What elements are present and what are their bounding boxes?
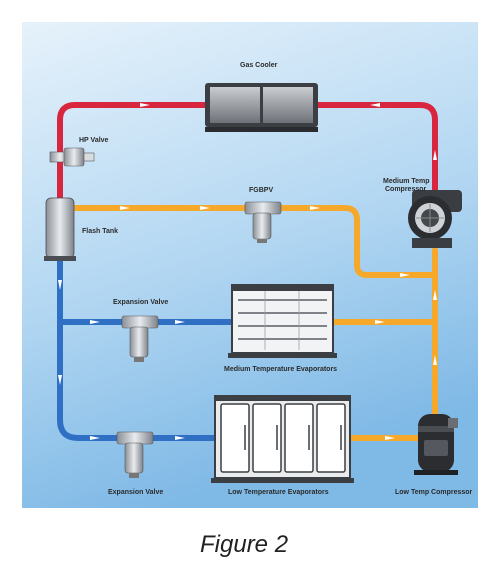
- flow-arrow: [370, 103, 380, 107]
- flash-tank-label: Flash Tank: [82, 228, 118, 235]
- lt-evaporators-label: Low Temperature Evaporators: [228, 489, 329, 496]
- flow-arrow: [433, 150, 437, 160]
- flow-arrow: [433, 290, 437, 300]
- medium-temp-compressor: Medium Temp Compressor: [383, 178, 462, 248]
- lt-compressor-label: Low Temp Compressor: [395, 489, 473, 496]
- flow-arrow: [120, 206, 130, 210]
- hp-valve: HP Valve: [49, 137, 109, 167]
- flow-arrow: [58, 280, 62, 290]
- flash-tank: Flash Tank: [44, 197, 118, 261]
- expansion-valve-lt-label: Expansion Valve: [108, 489, 163, 496]
- gas-cooler: Gas Cooler: [205, 62, 318, 132]
- mt-evaporators-label: Medium Temperature Evaporators: [224, 366, 337, 373]
- fgbpv-valve: FGBPV: [244, 187, 282, 243]
- flow-arrow: [400, 273, 410, 277]
- flow-arrows: [58, 103, 437, 440]
- flow-arrow: [375, 320, 385, 324]
- flow-arrow: [90, 320, 100, 324]
- expansion-valve-mt: Expansion Valve: [113, 299, 168, 362]
- low-temp-compressor: Low Temp Compressor: [395, 414, 473, 496]
- medium-temperature-evaporators: Medium Temperature Evaporators: [224, 284, 337, 373]
- flow-arrow: [385, 436, 395, 440]
- mt-compressor-label-2: Compressor: [385, 186, 427, 193]
- expansion-valve-mt-label: Expansion Valve: [113, 299, 168, 306]
- flow-arrow: [58, 375, 62, 385]
- flow-arrow: [433, 355, 437, 365]
- gas-cooler-label: Gas Cooler: [240, 62, 278, 69]
- flow-arrow: [90, 436, 100, 440]
- figure-caption: Figure 2: [200, 531, 288, 558]
- hp-valve-label: HP Valve: [79, 137, 109, 144]
- flash-gas-line: [69, 205, 438, 441]
- mt-compressor-label-1: Medium Temp: [383, 178, 430, 185]
- flow-arrow: [200, 206, 210, 210]
- expansion-valve-lt: Expansion Valve: [108, 431, 163, 496]
- flow-arrow: [140, 103, 150, 107]
- flow-arrow: [175, 320, 185, 324]
- flow-arrow: [310, 206, 320, 210]
- flow-arrow: [175, 436, 185, 440]
- fgbpv-label: FGBPV: [249, 187, 273, 194]
- low-temperature-evaporators: Low Temperature Evaporators: [211, 395, 354, 496]
